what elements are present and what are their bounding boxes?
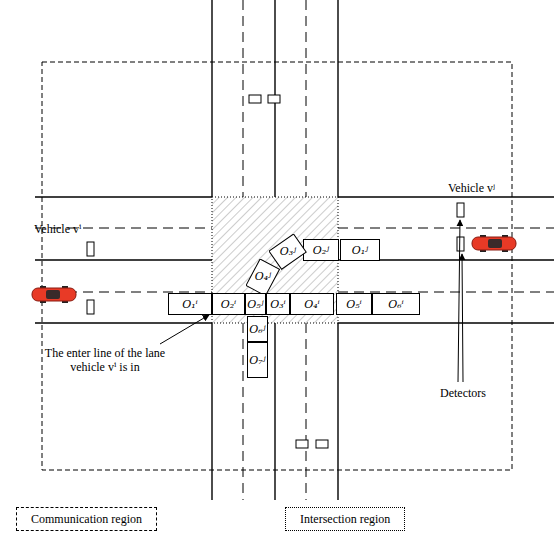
- road-line: [35, 259, 212, 260]
- detector: [457, 237, 464, 251]
- road-edges: [35, 0, 554, 500]
- car-body: [32, 288, 76, 301]
- lane-dividers: [35, 0, 554, 500]
- occupancy-label: O₁ⁱ: [182, 299, 198, 310]
- detector: [249, 95, 261, 103]
- lane-line: [306, 323, 307, 500]
- occupancy-label: O₁ʲ: [352, 245, 368, 256]
- annotation-text: Vehicle vʲ: [448, 181, 495, 195]
- occupancy-box: O₅ʲ: [245, 293, 266, 315]
- legend-entry: Communication region: [16, 507, 157, 531]
- annotation-label: Vehicle vʲ: [448, 181, 538, 195]
- occupancy-label: O₄ⁱ: [304, 299, 320, 310]
- occupancy-box: O₃ʲ: [269, 234, 306, 269]
- occupancy-label: O₃ⁱ: [270, 299, 286, 310]
- leader-arrow: [458, 220, 460, 382]
- lane-line: [306, 0, 307, 197]
- annotation-text: The enter line of the lane vehicle vⁱ is…: [45, 346, 165, 374]
- road-line: [338, 196, 554, 197]
- leader-arrow: [160, 315, 209, 344]
- leader-lines: [160, 220, 463, 382]
- occupancy-label: O₇ʲ: [249, 355, 265, 366]
- occupancy-box: O₆ⁱ: [372, 293, 420, 315]
- rotated-box: [246, 259, 280, 296]
- annotation-label: The enter line of the lane vehicle vⁱ is…: [30, 346, 180, 375]
- occupancy-label: O₅ⁱ: [346, 299, 362, 310]
- car-body: [472, 237, 516, 250]
- occupancy-label: O₃ʲ: [280, 246, 296, 257]
- annotation-label: Vehicle vⁱ: [34, 222, 124, 236]
- occupancy-box: O₂ʲ: [303, 239, 339, 261]
- lane-line: [338, 228, 554, 229]
- legend-entry: Intersection region: [285, 507, 405, 531]
- road-line: [211, 0, 212, 197]
- occupancy-label: O₅ʲ: [247, 299, 263, 310]
- road-line: [338, 322, 554, 323]
- road-line: [274, 323, 275, 500]
- communication-region: [42, 62, 512, 470]
- occupancy-box: O₇ʲ: [247, 342, 268, 378]
- occupancy-label: O₆ⁱ: [388, 299, 404, 310]
- detector: [87, 300, 94, 314]
- road-line: [337, 0, 338, 197]
- intersection-region: [212, 197, 338, 323]
- occupancy-box: O₆ʲ: [247, 316, 268, 342]
- lane-line: [243, 0, 244, 197]
- lane-line: [243, 323, 244, 500]
- occupancy-box: O₅ⁱ: [336, 293, 372, 315]
- occupancy-label: O₆ʲ: [249, 324, 265, 335]
- legend-text: Communication region: [31, 512, 142, 526]
- occupancy-box: O₄ⁱ: [290, 293, 334, 315]
- vehicle-car: [472, 235, 516, 252]
- vehicle-car: [32, 286, 76, 303]
- detector: [296, 440, 308, 448]
- occupancy-box: O₁ʲ: [340, 239, 380, 261]
- annotation-text: Vehicle vⁱ: [34, 222, 81, 236]
- occupancy-box: O₁ⁱ: [168, 293, 212, 315]
- detector: [457, 203, 464, 217]
- occupancy-label: O₄ʲ: [255, 271, 271, 282]
- occupancy-box: O₄ʲ: [246, 259, 280, 296]
- car-window: [46, 290, 60, 299]
- occupancy-box: O₃ⁱ: [266, 293, 290, 315]
- occupancy-label: O₂ⁱ: [221, 299, 237, 310]
- occupancy-label: O₂ʲ: [313, 245, 329, 256]
- car-window: [488, 239, 502, 248]
- detector: [316, 440, 328, 448]
- annotation-text: Detectors: [440, 386, 486, 400]
- detector: [268, 95, 280, 103]
- detectors: [87, 95, 464, 448]
- road-line: [211, 323, 212, 500]
- annotation-label: Detectors: [440, 386, 520, 400]
- detector: [87, 242, 94, 256]
- occupancy-box: O₂ⁱ: [212, 293, 245, 315]
- road-line: [337, 323, 338, 500]
- legend-text: Intersection region: [300, 512, 390, 526]
- rotated-box: [269, 234, 306, 269]
- road-line: [35, 322, 212, 323]
- leader-arrow: [462, 254, 463, 382]
- road-line: [35, 196, 212, 197]
